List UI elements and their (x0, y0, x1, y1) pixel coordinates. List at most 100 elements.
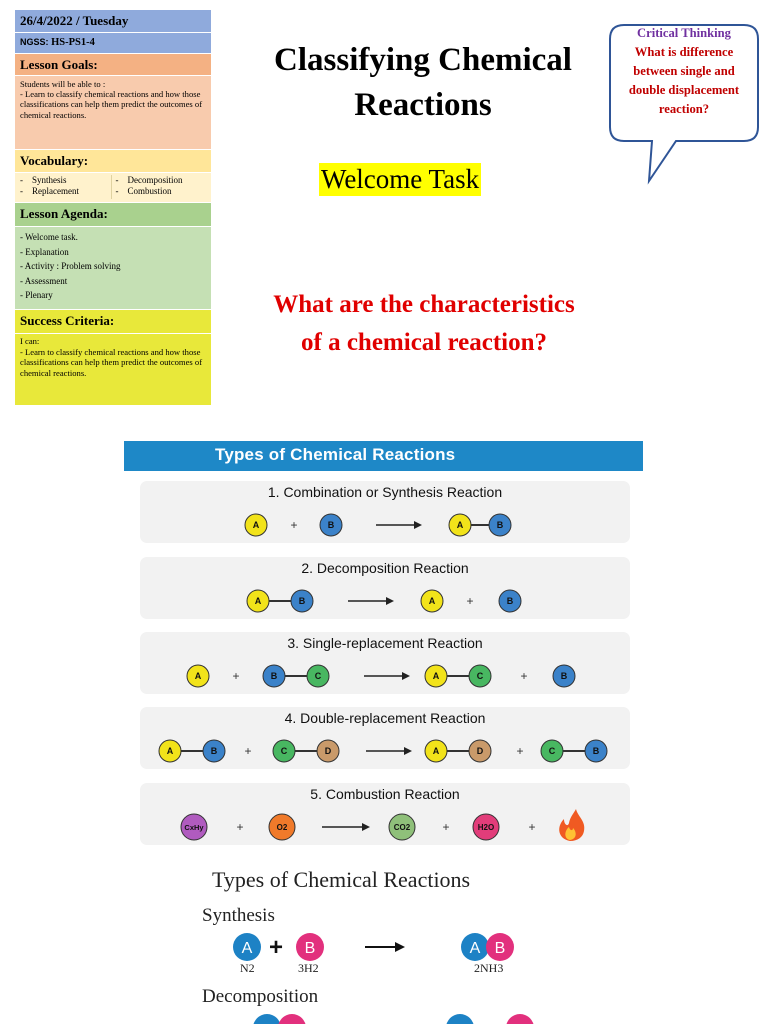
agenda-item: - Explanation (20, 246, 69, 257)
page-title-line: Classifying Chemical (274, 42, 572, 78)
plus-sign: + (528, 820, 535, 834)
combustion-equation: CxHy + O2 CO2 + H2O + (180, 809, 585, 841)
single-replacement-equation: A + B C A C + B (186, 664, 576, 688)
atom-c (468, 664, 492, 688)
plus-sign: + (269, 934, 283, 961)
oxygen-molecule (268, 813, 296, 841)
atom-b (290, 589, 314, 613)
agenda-item: - Plenary (20, 290, 53, 301)
critical-thinking-question: What is difference between single and do… (628, 45, 740, 116)
plus-sign: + (232, 669, 239, 683)
ngss-standard: NGSS: HS-PS1-4 (15, 33, 211, 54)
atom-b (506, 1014, 534, 1024)
atom-a (246, 589, 270, 613)
atom-c (306, 664, 330, 688)
atom-label: A (457, 520, 464, 530)
reaction-types-header: Types of Chemical Reactions (124, 441, 643, 471)
co2-molecule (388, 813, 416, 841)
plus-sign: + (466, 594, 473, 608)
agenda-item: - Assessment (20, 275, 68, 286)
success-criteria-body: I can: - Learn to classify chemical reac… (15, 334, 211, 406)
atom-label: A (195, 671, 202, 681)
reaction-card-combustion: 5. Combustion Reaction CxHy + O2 CO2 + H… (140, 783, 630, 845)
molecule-label: CO2 (394, 823, 411, 832)
atom-d (468, 739, 492, 763)
vocabulary-heading: Vocabulary: (15, 150, 211, 173)
atom-label: A (167, 746, 174, 756)
reaction-title: 3. Single-replacement Reaction (287, 635, 483, 651)
atom-a (233, 933, 261, 961)
lesson-goals-heading: Lesson Goals: (15, 54, 211, 76)
success-criteria-heading: Success Criteria: (15, 310, 211, 334)
atom-b (498, 589, 522, 613)
arrow-head (386, 597, 394, 605)
atom-label: A (470, 940, 481, 957)
agenda-item: - Welcome task. (20, 232, 78, 242)
vocabulary-list: - Synthesis - Replacement - Decompositio… (15, 173, 211, 203)
atom-label: A (242, 940, 253, 957)
lesson-date: 26/4/2022 / Tuesday (15, 10, 211, 33)
reaction-card-single-replacement: 3. Single-replacement Reaction A + B C A… (140, 632, 630, 694)
vocabulary-column: - Decomposition - Combustion (110, 175, 207, 199)
reaction-title: 1. Combination or Synthesis Reaction (267, 484, 503, 500)
atom-a (244, 513, 268, 537)
lesson-info-panel: 26/4/2022 / Tuesday NGSS: HS-PS1-4 Lesso… (15, 10, 211, 406)
ngss-value: HS-PS1-4 (51, 37, 95, 48)
vocabulary-item: - Synthesis (20, 175, 67, 185)
atom-a (424, 739, 448, 763)
synthesis-decomposition-diagram: A + B N2 3H2 A B 2NH3 (233, 933, 534, 1024)
reaction-title: 5. Combustion Reaction (310, 786, 460, 802)
vocabulary-item: - Decomposition (115, 175, 183, 185)
plus-sign: + (290, 518, 297, 532)
critical-thinking-title: Critical Thinking (637, 26, 731, 40)
formula-3h2: 3H2 (298, 961, 319, 975)
warmup-question-line: of a chemical reaction? (301, 329, 547, 356)
vocabulary-item: - Replacement (20, 186, 79, 196)
arrow-head (404, 747, 412, 755)
atom-label: B (593, 746, 600, 756)
critical-thinking-callout: Critical Thinking What is difference bet… (614, 24, 754, 119)
warmup-question-line: What are the characteristics (273, 291, 575, 318)
atom-label: A (255, 596, 262, 606)
atom-a (446, 1014, 474, 1024)
warmup-question: What are the characteristics of a chemic… (222, 286, 626, 362)
atom-label: B (328, 520, 335, 530)
atom-b (296, 933, 324, 961)
reaction-types-infographic: Types of Chemical Reactions 1. Combinati… (124, 441, 644, 861)
plus-sign: + (244, 744, 251, 758)
reaction-title: 4. Double-replacement Reaction (284, 710, 486, 726)
atom-label: A (253, 520, 260, 530)
fire-icon (559, 809, 585, 841)
success-criteria-text: - Learn to classify chemical reactions a… (20, 346, 203, 378)
atom-label: B (271, 671, 278, 681)
decomposition-equation: A B A + B (246, 589, 522, 613)
fuel-molecule (180, 813, 208, 841)
atom-b (278, 1014, 306, 1024)
reaction-card-double-replacement: 4. Double-replacement Reaction A B + C D… (140, 707, 630, 769)
page-title: Classifying Chemical Reactions (228, 38, 618, 128)
atom-label: B (305, 940, 316, 957)
reaction-title: 2. Decomposition Reaction (301, 560, 469, 576)
diagram-title: Types of Chemical Reactions (212, 867, 471, 892)
atom-a (186, 664, 210, 688)
atom-a (158, 739, 182, 763)
atom-a (448, 513, 472, 537)
vocabulary-item: - Combustion (115, 186, 172, 196)
plus-sign: + (520, 669, 527, 683)
atom-label: C (549, 746, 556, 756)
atom-label: A (433, 746, 440, 756)
atom-b (319, 513, 343, 537)
formula-n2: N2 (240, 961, 255, 975)
page-title-line: Reactions (354, 87, 492, 123)
molecule-label: CxHy (184, 823, 204, 832)
atom-a (424, 664, 448, 688)
reaction-card-decomposition: 2. Decomposition Reaction A B A + B (140, 557, 630, 619)
atom-b (262, 664, 286, 688)
molecule-label: O2 (277, 823, 288, 832)
welcome-task-label: Welcome Task (319, 163, 482, 196)
atom-label: A (433, 671, 440, 681)
molecule-label: H2O (478, 823, 494, 832)
arrow-head (402, 672, 410, 680)
atom-a (253, 1014, 281, 1024)
atom-label: B (497, 520, 504, 530)
